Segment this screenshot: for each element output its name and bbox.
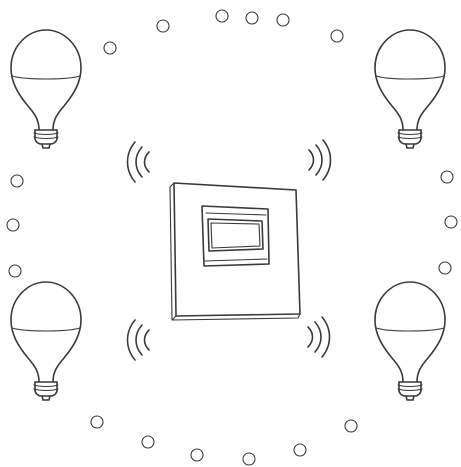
halo-dot (331, 30, 343, 42)
halo-dot (157, 20, 169, 32)
bulb-bottom-right (375, 282, 445, 400)
halo-dot (277, 14, 289, 26)
halo-dot (142, 436, 154, 448)
bulb-top-left (11, 30, 81, 148)
halo-dot (445, 216, 457, 228)
signal-upper-right (309, 140, 331, 180)
bulb-top-right (375, 30, 445, 148)
halo-dot (104, 42, 116, 54)
halo-dot (9, 265, 21, 277)
wireless-signal-icon (128, 142, 150, 182)
light-bulb-icon (375, 30, 445, 148)
halo-dot (91, 416, 103, 428)
wireless-signal-icon (308, 317, 330, 357)
wireless-signal-icon (128, 320, 150, 360)
halo-dot (11, 175, 23, 187)
switch-frame-bevel (206, 213, 266, 215)
switch-frame-bevel (205, 259, 267, 261)
halo-dot (216, 10, 228, 22)
halo-dot (7, 219, 19, 231)
signal-lower-left (128, 320, 150, 360)
halo-dot (345, 420, 357, 432)
halo-dot (439, 262, 451, 274)
signal-upper-left (128, 142, 150, 182)
light-bulb-icon (11, 30, 81, 148)
switch-rocker-face (211, 223, 260, 248)
light-bulb-icon (375, 282, 445, 400)
bulb-bottom-left (11, 282, 81, 400)
halo-dot (243, 453, 255, 465)
halo-dot (294, 444, 306, 456)
halo-dot (441, 171, 453, 183)
signal-lower-right (308, 317, 330, 357)
wireless-signal-icon (309, 140, 331, 180)
light-bulb-icon (11, 282, 81, 400)
wall-switch (170, 183, 300, 320)
halo-dot (191, 449, 203, 461)
halo-dot (246, 12, 258, 24)
